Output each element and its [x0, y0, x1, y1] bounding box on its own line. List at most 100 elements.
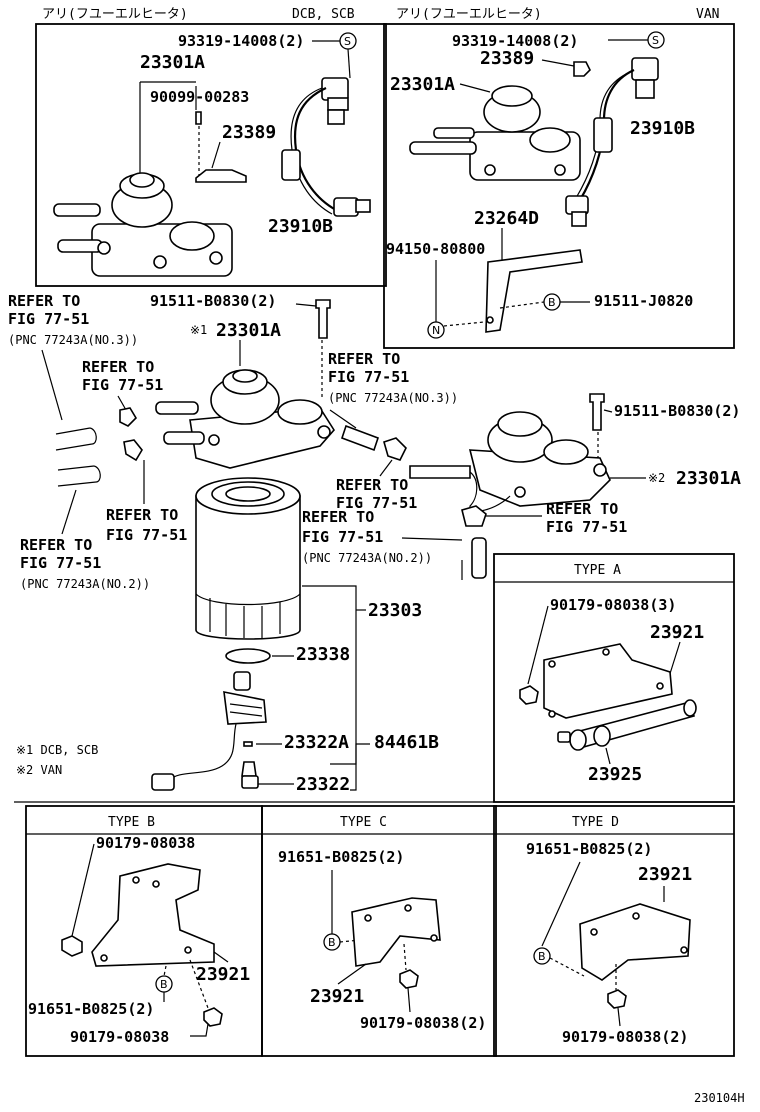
label-23301a-right: 23301A — [390, 74, 455, 95]
label-23301a-m2: 23301A — [676, 468, 741, 489]
label-a-90179: 90179-08038(3) — [550, 596, 676, 614]
label-91511-j0820: 91511-J0820 — [594, 292, 693, 310]
bolt-91511-right — [589, 393, 605, 431]
pipe-a-23925 — [557, 699, 697, 751]
vsv-assembly-middle-right — [409, 411, 611, 513]
box-type-d — [493, 805, 735, 1057]
ref1-line1: REFER TO — [8, 292, 80, 310]
b-letter-c: B — [328, 936, 336, 949]
label-91511-b0830-left: 91511-B0830(2) — [150, 292, 276, 310]
note-1: ※1 DCB, SCB — [16, 743, 98, 757]
figure-id: 230104H — [694, 1091, 745, 1105]
label-d-23921: 23921 — [638, 864, 692, 885]
s-letter-left: S — [344, 35, 351, 48]
sensor-23910b-right — [565, 57, 659, 227]
ref2-line1: REFER TO — [82, 358, 154, 376]
header-left-jp: アリ(フユーエルヒータ) — [42, 7, 188, 22]
marker-1: ※1 — [190, 323, 207, 337]
box-type-a — [493, 553, 735, 803]
hose-small-right — [471, 537, 487, 579]
b-letter-b: B — [160, 978, 168, 991]
n-circle — [427, 321, 445, 339]
ref8-line3: (PNC 77243A(NO.2)) — [20, 577, 150, 591]
bolt-90099 — [195, 111, 202, 125]
label-94150: 94150-80800 — [386, 240, 485, 258]
ref6-line1: REFER TO — [302, 508, 374, 526]
vsv-assembly-left — [53, 172, 233, 277]
label-d-90179: 90179-08038(2) — [562, 1028, 688, 1046]
bracket-a-23921 — [543, 643, 673, 719]
bracket-d-23921 — [579, 903, 691, 981]
nut-c — [399, 969, 419, 989]
ref8-line2: FIG 77-51 — [20, 554, 101, 572]
label-23264d: 23264D — [474, 208, 539, 229]
type-b-title: TYPE B — [108, 815, 155, 830]
label-c-91651: 91651-B0825(2) — [278, 848, 404, 866]
ref8-line1: REFER TO — [20, 536, 92, 554]
label-84461b: 84461B — [374, 732, 439, 753]
bracket-23264d — [485, 249, 583, 333]
fuel-filter-23303 — [195, 477, 301, 640]
clip-ref2-b — [123, 439, 143, 462]
label-c-23921: 23921 — [310, 986, 364, 1007]
ref7-line2: FIG 77-51 — [106, 526, 187, 544]
label-d-91651: 91651-B0825(2) — [526, 840, 652, 858]
hose-middle — [340, 424, 407, 461]
b-letter-d: B — [538, 950, 546, 963]
ref5-line1: REFER TO — [546, 500, 618, 518]
label-b-90179-2: 90179-08038 — [70, 1028, 169, 1046]
s-circle-right — [647, 31, 665, 49]
n-letter: N — [432, 324, 440, 337]
header-right-model: VAN — [696, 7, 719, 22]
label-23322: 23322 — [296, 774, 350, 795]
sensor-23910b-left — [281, 77, 371, 217]
label-23910b-right: 23910B — [630, 118, 695, 139]
gasket-23338 — [225, 648, 271, 664]
label-23301a-left: 23301A — [140, 52, 205, 73]
label-93319-left: 93319-14008(2) — [178, 32, 304, 50]
hoses-left — [55, 427, 101, 487]
bracket-c-23921 — [351, 897, 441, 967]
header-right-jp: アリ(フユーエルヒータ) — [396, 7, 542, 22]
vsv-assembly-middle-left — [155, 369, 335, 469]
type-d-title: TYPE D — [572, 815, 619, 830]
clip-ref5 — [461, 505, 487, 527]
header-left-model: DCB, SCB — [292, 7, 355, 22]
marker-2: ※2 — [648, 471, 665, 485]
nut-a — [519, 685, 539, 705]
label-23322a: 23322A — [284, 732, 349, 753]
box-type-c — [261, 805, 497, 1057]
ref4-line1: REFER TO — [336, 476, 408, 494]
ref2-line2: FIG 77-51 — [82, 376, 163, 394]
label-b-91651: 91651-B0825(2) — [28, 1000, 154, 1018]
nut-d — [607, 989, 627, 1009]
label-23910b-left: 23910B — [268, 216, 333, 237]
label-23338: 23338 — [296, 644, 350, 665]
bracket-b-23921 — [91, 863, 215, 967]
label-23301a-m1: 23301A — [216, 320, 281, 341]
ref6-line3: (PNC 77243A(NO.2)) — [302, 551, 432, 565]
ref5-line2: FIG 77-51 — [546, 518, 627, 536]
label-b-90179: 90179-08038 — [96, 834, 195, 852]
nut-b-2 — [203, 1007, 223, 1027]
label-91511-b0830-right: 91511-B0830(2) — [614, 402, 740, 420]
label-b-23921: 23921 — [196, 964, 250, 985]
label-23389-left: 23389 — [222, 122, 276, 143]
label-23389-right: 23389 — [480, 48, 534, 69]
b-letter-top: B — [548, 296, 556, 309]
clip-ref2-a — [119, 407, 138, 427]
ref3-line3: (PNC 77243A(NO.3)) — [328, 391, 458, 405]
ref1-line2: FIG 77-51 — [8, 310, 89, 328]
bolt-91511-left — [315, 299, 331, 339]
label-23303: 23303 — [368, 600, 422, 621]
label-a-23925: 23925 — [588, 764, 642, 785]
ref1-line3: (PNC 77243A(NO.3)) — [8, 333, 138, 347]
note-2: ※2 VAN — [16, 763, 62, 777]
sensor-23322-assembly — [151, 671, 267, 791]
ref3-line2: FIG 77-51 — [328, 368, 409, 386]
type-c-title: TYPE C — [340, 815, 387, 830]
nut-b — [61, 935, 83, 957]
label-90099: 90099-00283 — [150, 88, 249, 106]
type-a-title: TYPE A — [574, 563, 621, 578]
